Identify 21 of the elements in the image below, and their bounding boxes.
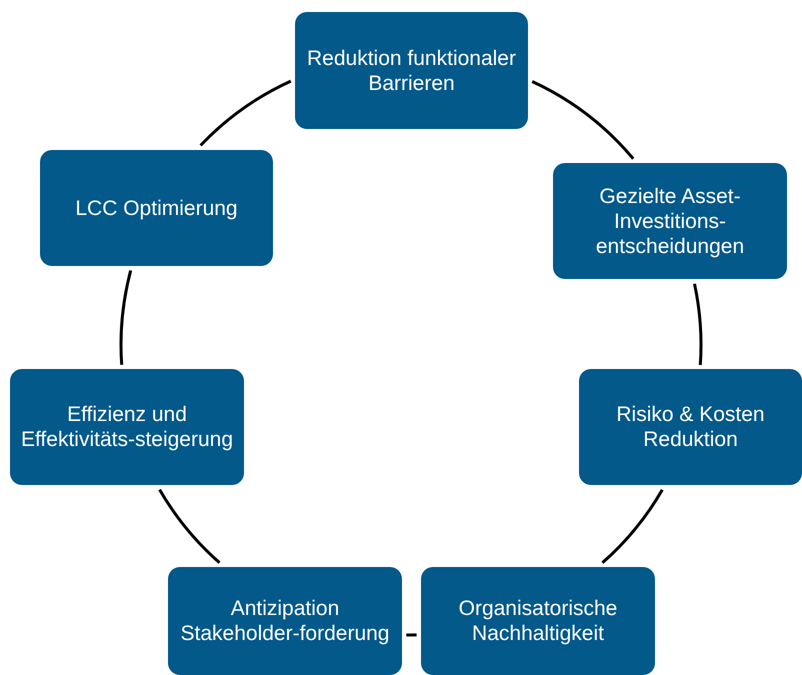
process-box — [553, 163, 787, 279]
connector-arc — [158, 488, 221, 564]
box-label: Reduktion funktionaler Barrieren — [306, 46, 517, 96]
process-box — [40, 150, 273, 266]
box-label: Antizipation Stakeholder-forderung — [180, 596, 390, 646]
process-box — [10, 369, 244, 485]
box-label: Effizienz und Effektivitäts-steigerung — [20, 402, 234, 452]
box-label: Risiko & Kosten Reduktion — [615, 402, 766, 452]
process-box — [421, 567, 655, 675]
connector-arc — [406, 633, 417, 636]
connector-arc — [120, 270, 132, 365]
box-label: LCC Optimierung — [75, 196, 238, 220]
connector-arc — [200, 80, 292, 146]
process-box — [295, 12, 528, 129]
connector-arc — [693, 284, 702, 366]
process-box — [168, 567, 402, 675]
box-label: Gezielte Asset-Investitions-entscheidungen — [594, 184, 746, 258]
box-label: Organisatorische Nachhaltigkeit — [458, 596, 618, 646]
process-box — [579, 369, 802, 485]
connector-arc — [532, 80, 634, 160]
connector-arc — [601, 489, 664, 564]
